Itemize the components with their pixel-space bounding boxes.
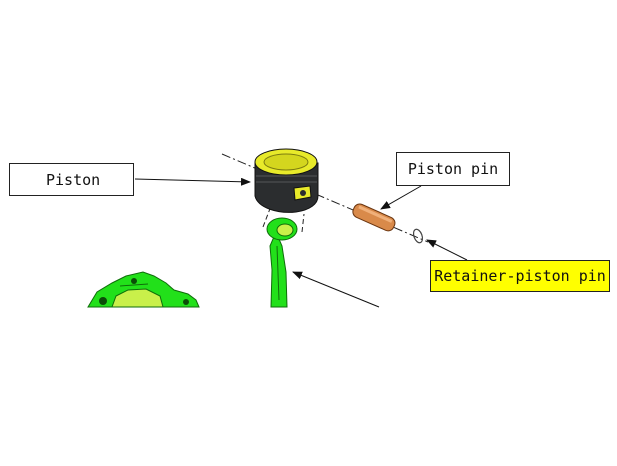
- piston-pin-label: Piston pin: [396, 152, 510, 186]
- retainer-leader-arrow: [426, 239, 468, 261]
- piston-icon: [254, 148, 319, 213]
- engine-block-icon: [87, 271, 200, 308]
- retainer-clip-icon: [412, 228, 424, 244]
- connecting-rod-icon: [262, 205, 305, 308]
- piston-pin-leader-arrow: [380, 185, 422, 210]
- rod-leader-arrow: [292, 271, 380, 308]
- retainer-piston-pin-label: Retainer-piston pin: [430, 260, 610, 292]
- piston-leader-arrow: [134, 177, 251, 186]
- piston-label: Piston: [9, 163, 134, 196]
- piston-pin-icon: [352, 203, 396, 232]
